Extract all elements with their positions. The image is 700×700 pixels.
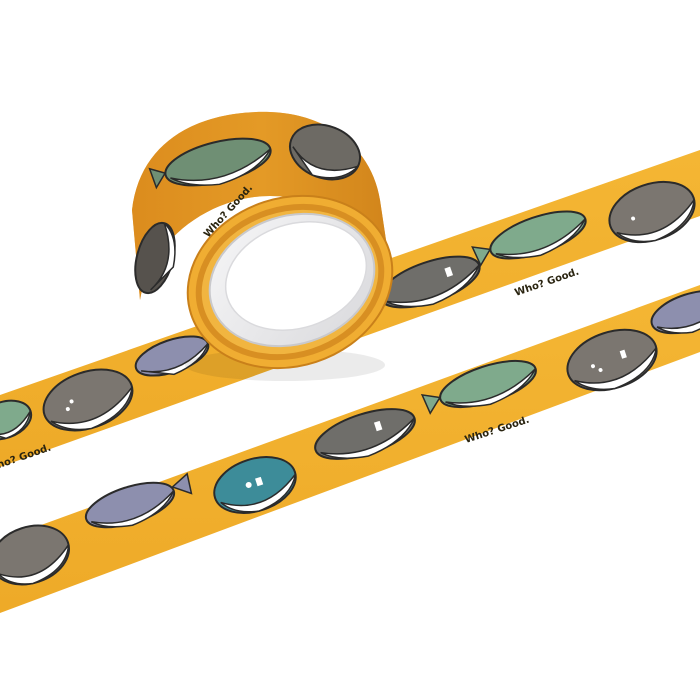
pufferfish-icon xyxy=(650,289,700,335)
pufferfish-icon xyxy=(84,472,193,529)
tape-roll-icon: Who? Good. xyxy=(132,111,394,381)
pufferfish-icon xyxy=(0,524,71,586)
pufferfish-icon xyxy=(42,368,134,432)
fish-row-lower: Who? Good. xyxy=(0,289,700,586)
pufferfish-icon xyxy=(566,328,658,392)
pufferfish-icon xyxy=(289,123,361,181)
pufferfish-icon xyxy=(213,456,297,514)
pufferfish-icon xyxy=(314,408,416,460)
pufferfish-icon xyxy=(148,137,272,190)
pufferfish-icon xyxy=(608,180,696,244)
pufferfish-icon xyxy=(471,210,587,267)
pufferfish-icon xyxy=(134,335,210,377)
tape-strip-lower: Who? Good. xyxy=(0,285,700,613)
pufferfish-icon xyxy=(379,255,481,309)
pufferfish-icon xyxy=(0,399,33,441)
pufferfish-icon xyxy=(134,221,176,295)
pufferfish-icon xyxy=(420,359,537,415)
